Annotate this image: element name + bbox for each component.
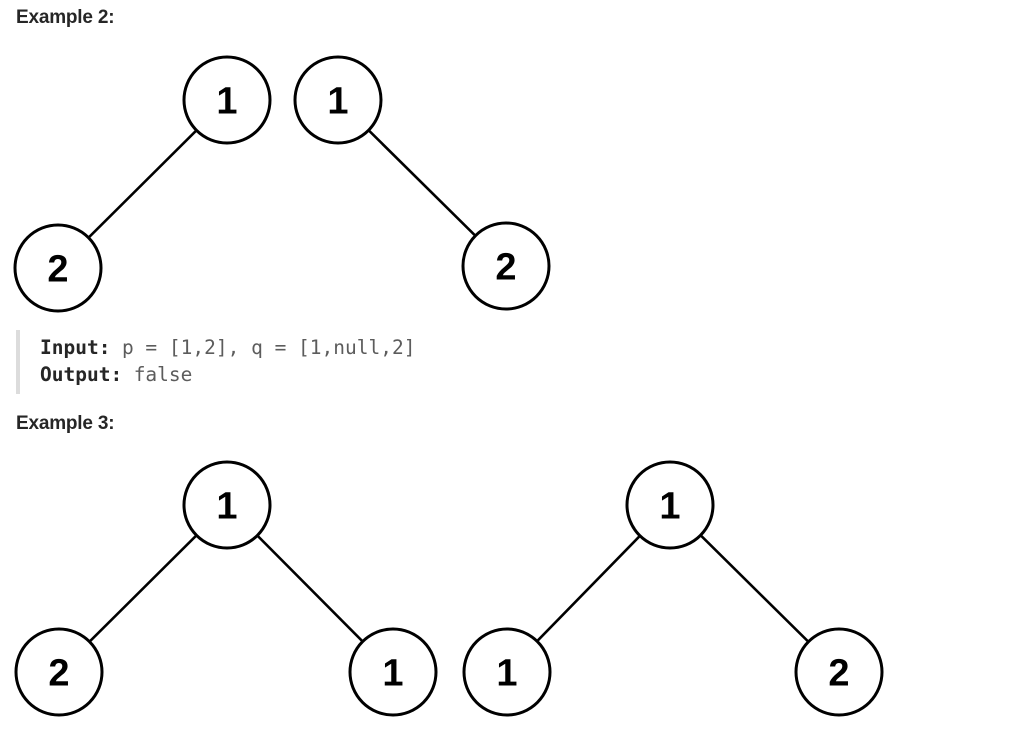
tree-node: [462, 627, 552, 717]
output-value: false: [133, 363, 193, 386]
tree-node: [13, 223, 103, 313]
output-line: Output: false: [40, 361, 415, 388]
tree-node: [14, 627, 104, 717]
tree-node: [794, 627, 884, 717]
tree-node-label: 1: [327, 81, 348, 123]
tree-node-label: 1: [216, 486, 237, 528]
tree-q: 1 1 2: [462, 460, 884, 717]
tree-node: [293, 55, 383, 145]
output-label: Output:: [40, 363, 123, 386]
tree-p: 12: [13, 55, 272, 313]
tree-node: [625, 460, 715, 550]
tree-node-label: 1: [659, 486, 680, 528]
tree-q: 12: [293, 55, 551, 311]
tree-node-label: 2: [48, 653, 69, 695]
input-value: p = [1,2], q = [1,null,2]: [121, 336, 416, 359]
example-2-heading: Example 2:: [16, 7, 115, 28]
tree-node: [182, 55, 272, 145]
example-3-heading: Example 3:: [16, 413, 115, 434]
tree-node: [348, 627, 438, 717]
tree-node-label: 2: [47, 249, 68, 291]
input-line: Input: p = [1,2], q = [1,null,2]: [40, 334, 415, 361]
tree-p: 1 2 1: [14, 460, 438, 717]
example-3-tree-diagram: 1 2 1 1 1 2: [14, 460, 884, 717]
tree-node-label: 1: [382, 653, 403, 695]
tree-node-label: 1: [496, 653, 517, 695]
input-label: Input:: [40, 336, 111, 359]
tree-node: [461, 221, 551, 311]
tree-node: [182, 460, 272, 550]
tree-node-label: 2: [828, 653, 849, 695]
example-2-io-block: Input: p = [1,2], q = [1,null,2] Output: f…: [16, 330, 429, 394]
tree-node-label: 2: [495, 247, 516, 289]
tree-node-label: 1: [216, 81, 237, 123]
